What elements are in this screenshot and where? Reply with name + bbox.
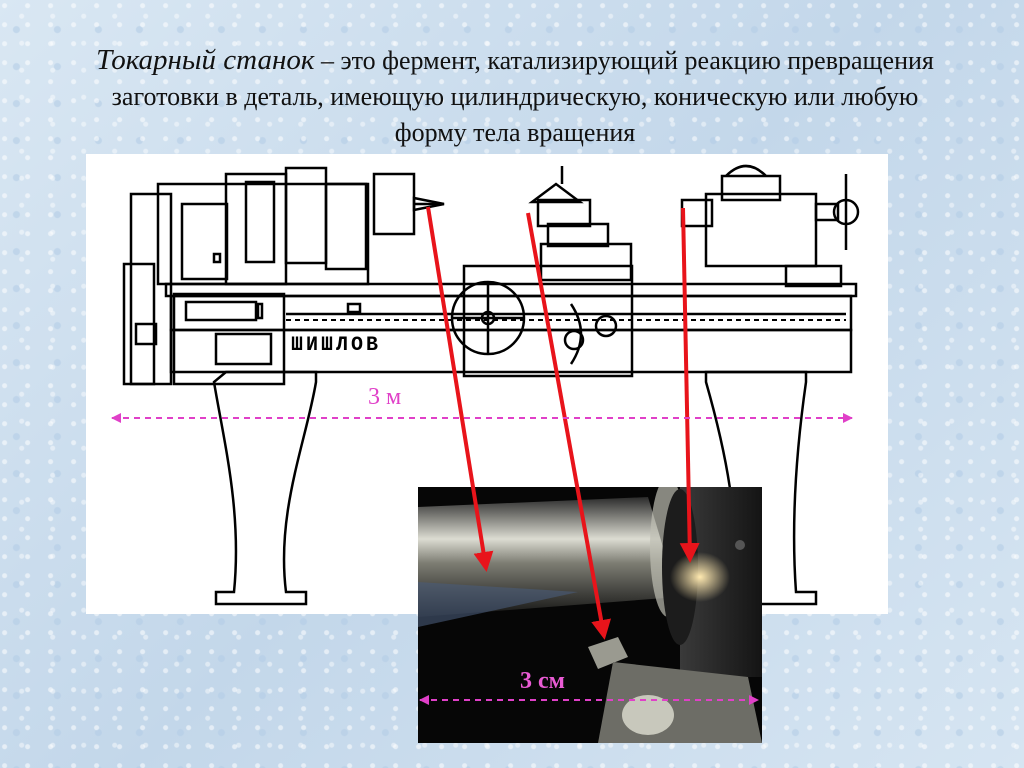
part-length-label: 3 см	[520, 668, 565, 694]
brand-text: ШИШЛОВ	[291, 334, 381, 357]
machine-length-label: 3 м	[368, 384, 402, 410]
title-rest: – это фермент, катализирующий реакцию пр…	[111, 46, 934, 147]
brand-overlay: ШИШЛОВ	[291, 334, 381, 357]
arrow-tailstock-to-center	[679, 207, 700, 563]
arrow-carriage-to-cutter	[526, 212, 612, 640]
arrow-headstock-to-workpiece	[426, 206, 494, 572]
lathe-line-art	[122, 164, 860, 606]
title-emphasis: Токарный станок	[96, 44, 315, 76]
slide-title: Токарный станок – это фермент, катализир…	[90, 42, 940, 151]
